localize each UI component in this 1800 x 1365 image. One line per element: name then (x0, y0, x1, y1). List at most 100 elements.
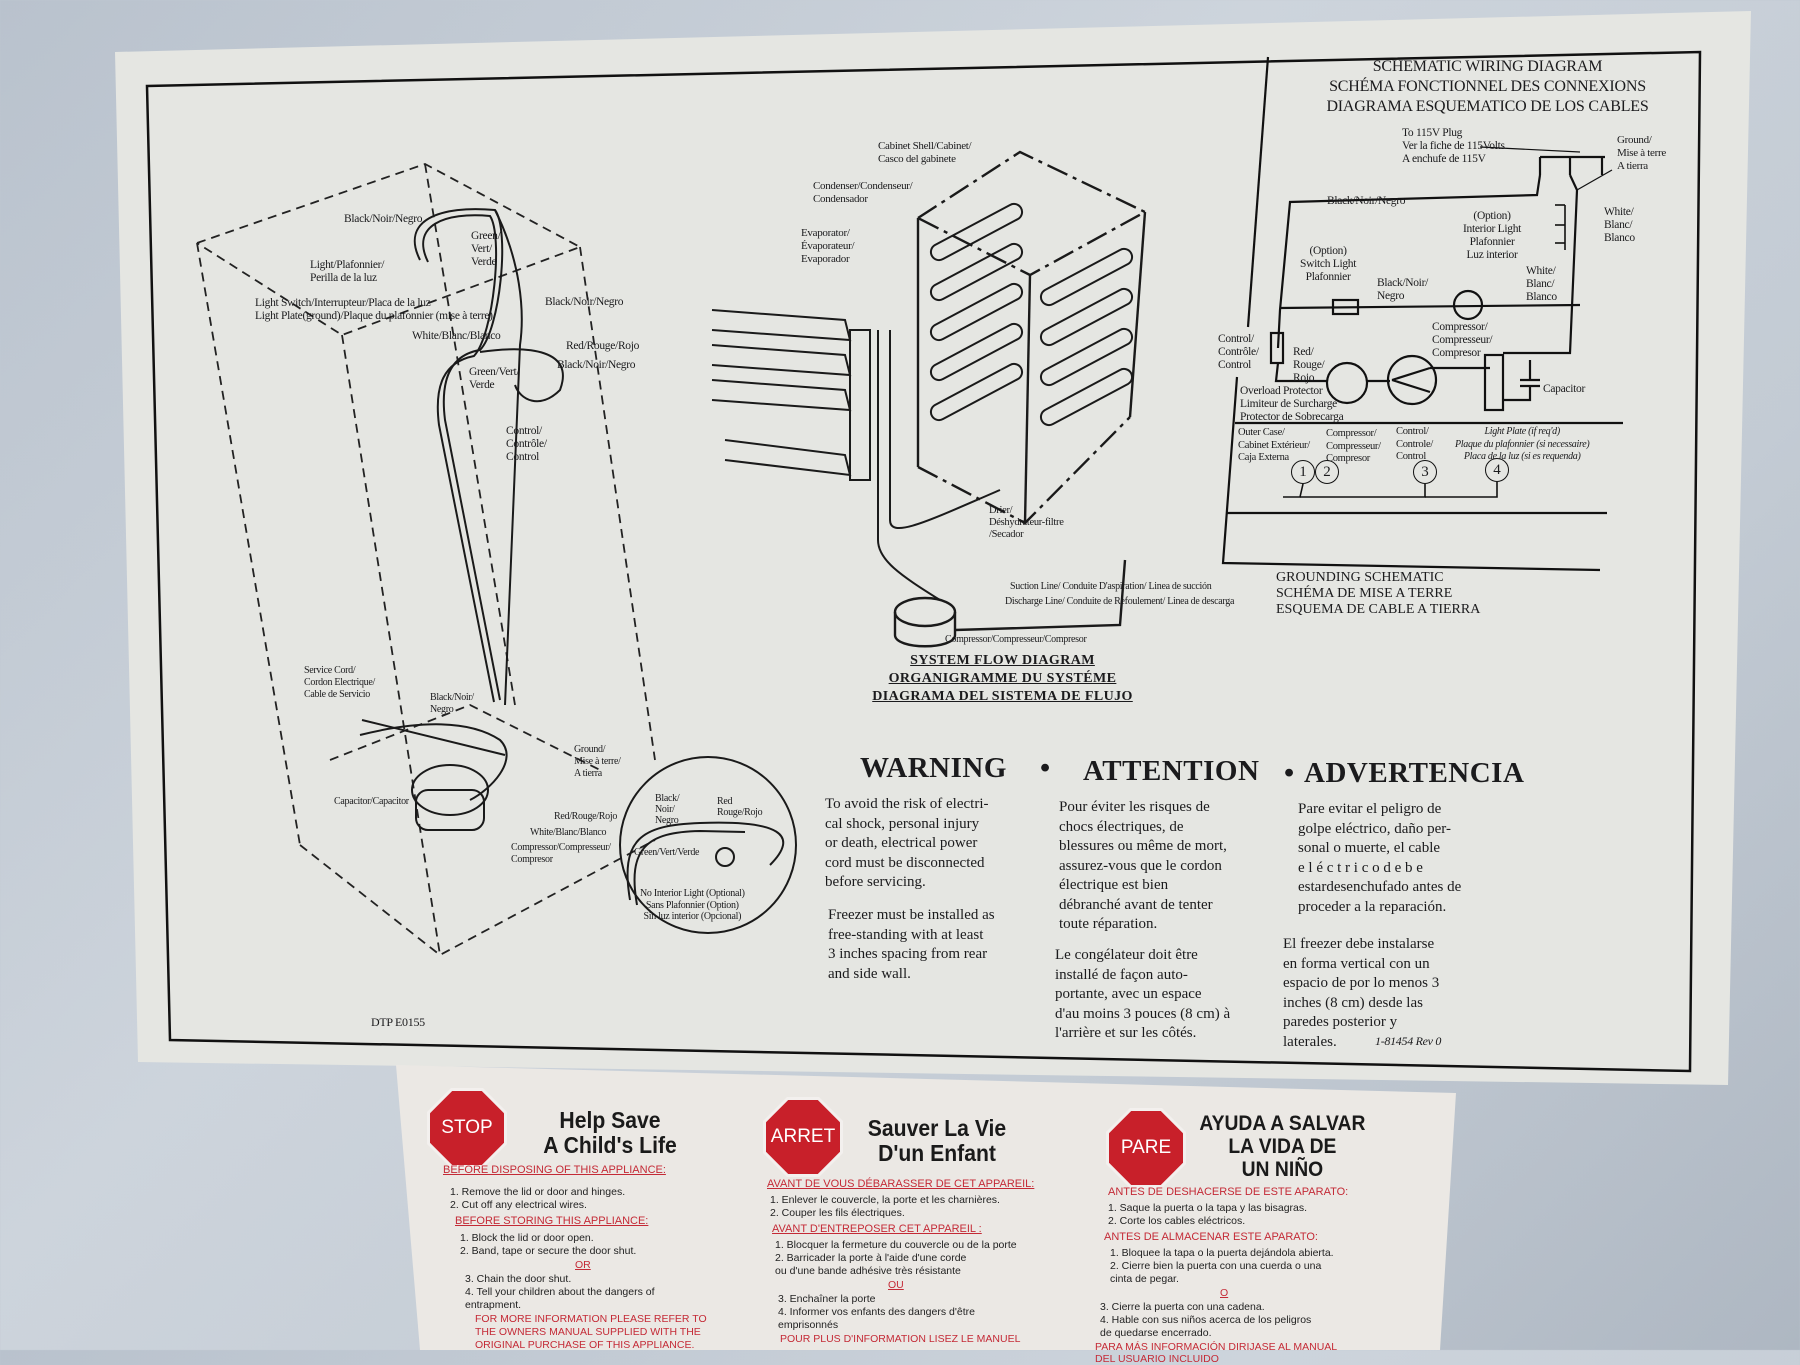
ground-point-3: 3 (1413, 460, 1437, 484)
disposing-steps-es: 1. Saque la puerta o la tapa y las bisag… (1108, 1202, 1308, 1227)
ground-point-1: 1 (1291, 460, 1315, 484)
label-schematic-capacitor: Capacitor (1543, 383, 1586, 395)
disposing-steps-en: 1. Remove the lid or door and hinges. 2.… (450, 1186, 626, 1211)
system-flow-diagram (711, 150, 1148, 648)
label-schematic-black-mid: Black/Noir/ Negro (1377, 277, 1428, 302)
storing-steps-fr: 1. Blocquer la fermeture du couvercle ou… (775, 1239, 1017, 1277)
schematic-title: SCHEMATIC WIRING DIAGRAM SCHÉMA FONCTION… (1326, 58, 1649, 115)
document-code: DTP E0155 (371, 1015, 425, 1029)
child-safety-label-card (396, 1065, 1456, 1350)
label-light-switch: Light Switch/Interrupteur/Placa de la lu… (255, 297, 493, 322)
label-border (145, 50, 1702, 1073)
label-overload-protector: Overload Protector Limiteur de Surcharge… (1240, 385, 1344, 423)
pare-sign-icon: PARE (1109, 1111, 1183, 1185)
ground-point-2: 2 (1315, 460, 1339, 484)
flow-diagram-title: SYSTEM FLOW DIAGRAM ORGANIGRAMME DU SYST… (850, 652, 1155, 706)
no-light-inset (619, 756, 797, 934)
warning-bullet-2: • (1284, 757, 1295, 789)
label-suction-line: Suction Line/ Conduite D'aspiration/ Lin… (1010, 581, 1212, 592)
storing-steps-es: 1. Bloquee la tapa o la puerta dejándola… (1110, 1247, 1334, 1285)
label-red-wire-3: Red/Rouge/Rojo (554, 811, 618, 822)
label-black-wire: Black/Noir/Negro (545, 296, 624, 308)
ground-point-4: 4 (1485, 458, 1509, 482)
heading-antes-deshacerse: ANTES DE DESHACERSE DE ESTE APARATO: (1108, 1186, 1349, 1198)
label-cabinet-shell: Cabinet Shell/Cabinet/ Casco del gabinet… (878, 140, 972, 165)
schematic-wiring-lines (1221, 56, 1623, 572)
label-evaporator: Evaporator/ Évaporateur/ Evaporador (801, 227, 855, 265)
storing-steps-es-2: 3. Cierre la puerta con una cadena. 4. H… (1100, 1301, 1312, 1339)
label-black-wire-3: Black/Noir/ Negro (430, 692, 474, 715)
warning-es-shock: Pare evitar el peligro de golpe eléctric… (1298, 801, 1462, 915)
label-compressor: Compressor/Compresseur/ Compresor (511, 842, 611, 865)
label-ground-compressor: Compressor/ Compresseur/ Compresor (1326, 428, 1381, 464)
label-black-wire-top: Black/Noir/Negro (344, 213, 423, 225)
or-en: OR (575, 1259, 591, 1271)
heading-avant-entreposer: AVANT D'ENTREPOSER CET APPAREIL : (772, 1223, 982, 1235)
warning-heading-en: WARNING (860, 752, 1007, 784)
or-fr: OU (888, 1279, 904, 1291)
warning-heading-es: ADVERTENCIA (1304, 757, 1525, 789)
label-schematic-ground: Ground/ Mise à terre A tierra (1617, 134, 1666, 172)
revision-number: 1-81454 Rev 0 (1375, 1034, 1442, 1048)
label-control: Control/ Contrôle/ Control (506, 425, 547, 463)
label-service-cord: Service Cord/ Cordon Electrique/ Cable d… (304, 665, 375, 700)
label-schematic-white-right: White/ Blanc/ Blanco (1604, 206, 1635, 244)
label-ground: Ground/ Mise à terre/ A tierra (574, 744, 621, 779)
child-safety-title-en: Help Save A Child's Life (543, 1107, 677, 1158)
stop-sign-icon: STOP (430, 1091, 504, 1165)
label-condenser: Condenser/Condenseur/ Condensador (813, 180, 913, 205)
heading-antes-almacenar: ANTES DE ALMACENAR ESTE APARATO: (1104, 1231, 1318, 1243)
storing-steps-fr-2: 3. Enchaîner la porte 4. Informer vos en… (778, 1293, 975, 1331)
main-label-card (115, 11, 1751, 1085)
disposing-steps-fr: 1. Enlever le couvercle, la porte et les… (770, 1194, 1000, 1219)
label-red-wire: Red/Rouge/Rojo (566, 340, 640, 352)
label-schematic-black: Black/Noir/Negro (1327, 195, 1406, 207)
arret-sign-icon: ARRET (766, 1100, 840, 1174)
label-115v-plug: To 115V Plug Ver la fiche de 115Volts A … (1402, 127, 1505, 165)
label-schematic-red: Red/ Rouge/ Rojo (1293, 346, 1325, 384)
inset-note-no-light: No Interior Light (Optional) Sans Plafon… (640, 888, 745, 922)
child-safety-title-es: AYUDA A SALVAR LA VIDA DE UN NIÑO (1199, 1112, 1366, 1181)
flow-title-fr: ORGANIGRAMME DU SYSTÉME (888, 671, 1117, 686)
label-white-wire-3: White/Blanc/Blanco (530, 827, 607, 838)
child-safety-title-fr: Sauver La Vie D'un Enfant (867, 1115, 1007, 1166)
wire-harness (359, 208, 564, 831)
warning-fr-shock: Pour éviter les risques de chocs électri… (1059, 799, 1227, 932)
label-light-plate: Light Plate (if req'd) Plaque du plafonn… (1455, 426, 1590, 462)
warning-es-install: El freezer debe instalarse en forma vert… (1283, 936, 1440, 1050)
label-discharge-line: Discharge Line/ Conduite de Refoulement/… (1005, 596, 1235, 607)
more-info-es: PARA MÁS INFORMACIÓN DIRIJASE AL MANUAL … (1095, 1341, 1338, 1365)
label-switch-light: (Option) Switch Light Plafonnier (1300, 245, 1357, 283)
label-ground-control: Control/ Controle/ Control (1396, 426, 1433, 462)
label-white-wire: White/Blanc/Blanco (412, 330, 501, 342)
label-flow-compressor: Compressor/Compresseur/Compresor (945, 634, 1087, 645)
label-drier: Drier/ Déshydrateur-filtre /Secador (989, 505, 1064, 540)
heading-avant-debarasser: AVANT DE VOUS DÉBARASSER DE CET APPAREIL… (767, 1178, 1035, 1190)
warning-en-install: Freezer must be installed as free-standi… (828, 907, 995, 982)
warning-bullet-1: • (1040, 752, 1051, 784)
warning-fr-install: Le congélateur doit être installé de faç… (1055, 947, 1231, 1041)
label-schematic-compressor: Compressor/ Compresseur/ Compresor (1432, 321, 1493, 359)
flow-title-en: SYSTEM FLOW DIAGRAM (910, 653, 1095, 668)
inset-label-red: Red Rouge/Rojo (717, 796, 763, 818)
label-outer-case: Outer Case/ Cabinet Extérieur/ Caja Exte… (1238, 427, 1310, 463)
label-light: Light/Plafonnier/ Perilla de la luz (310, 259, 385, 284)
or-es: O (1220, 1287, 1229, 1299)
label-schematic-control: Control/ Contrôle/ Control (1218, 333, 1259, 371)
inset-label-black: Black/ Noir/ Negro (655, 793, 680, 826)
warning-heading-fr: ATTENTION (1083, 755, 1260, 787)
label-green-wire-2: Green/Vert/ Verde (469, 366, 520, 391)
label-schematic-white-mid: White/ Blanc/ Blanco (1526, 265, 1557, 303)
warning-en-shock: To avoid the risk of electri- cal shock,… (825, 796, 989, 890)
storing-steps-en: 1. Block the lid or door open. 2. Band, … (460, 1232, 637, 1257)
storing-steps-en-2: 3. Chain the door shut. 4. Tell your chi… (465, 1273, 655, 1311)
inset-label-green: Green/Vert/Verde (634, 847, 700, 858)
heading-before-storing: BEFORE STORING THIS APPLIANCE: (455, 1215, 649, 1227)
cabinet-wiring-diagram (196, 163, 656, 957)
more-info-fr: POUR PLUS D'INFORMATION LISEZ LE MANUEL (780, 1333, 1021, 1345)
heading-before-disposing: BEFORE DISPOSING OF THIS APPLIANCE: (443, 1164, 666, 1176)
grounding-schematic-title: GROUNDING SCHEMATIC SCHÉMA DE MISE A TER… (1276, 570, 1481, 617)
more-info-en: FOR MORE INFORMATION PLEASE REFER TO THE… (475, 1313, 707, 1351)
label-capacitor: Capacitor/Capacitor (334, 796, 409, 807)
